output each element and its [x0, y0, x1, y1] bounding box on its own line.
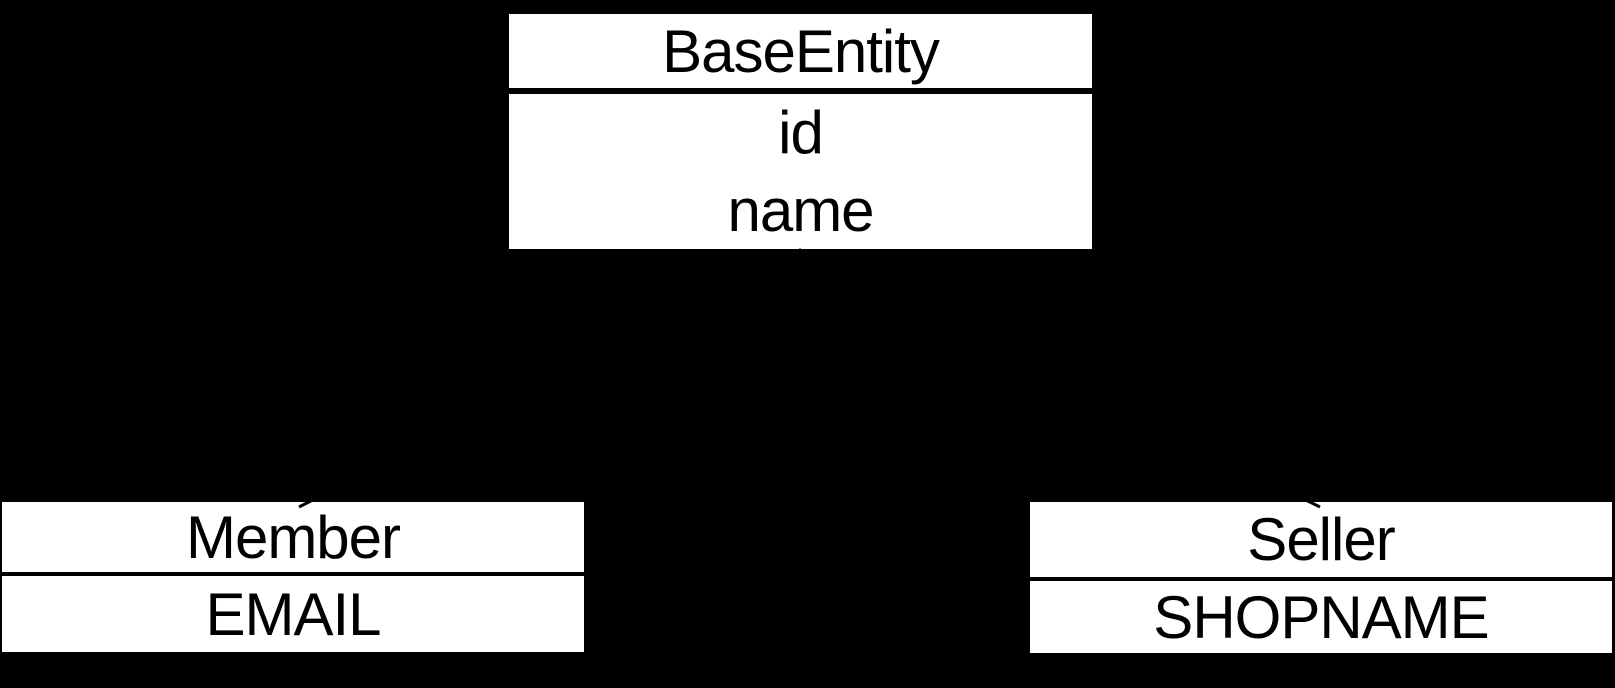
- class-node-seller: Seller SHOPNAME: [1030, 502, 1612, 653]
- class-header: BaseEntity: [509, 14, 1092, 88]
- class-attributes: EMAIL: [2, 576, 584, 652]
- class-attributes: id name: [509, 94, 1092, 249]
- class-name-member: Member: [185, 503, 401, 571]
- class-attribute-id: id: [778, 99, 824, 167]
- class-attribute-shopname: SHOPNAME: [1153, 583, 1489, 651]
- class-name-baseentity: BaseEntity: [662, 17, 940, 85]
- inheritance-arrowhead-icon: [783, 247, 817, 281]
- class-separator: [509, 88, 1092, 94]
- class-attributes: SHOPNAME: [1030, 581, 1612, 653]
- class-name-seller: Seller: [1247, 506, 1395, 573]
- inheritance-edge-seller-to-baseentity: [799, 250, 1321, 509]
- class-node-member: Member EMAIL: [2, 502, 584, 652]
- class-separator: [1030, 577, 1612, 581]
- inheritance-arrowhead-icon: [783, 247, 817, 281]
- class-separator: [2, 572, 584, 576]
- class-header: Seller: [1030, 502, 1612, 577]
- class-header: Member: [2, 502, 584, 572]
- class-node-baseentity: BaseEntity id name: [509, 14, 1092, 249]
- class-attribute-email: EMAIL: [205, 580, 381, 648]
- inheritance-edge-member-to-baseentity: [298, 250, 801, 509]
- class-attribute-name: name: [727, 176, 874, 244]
